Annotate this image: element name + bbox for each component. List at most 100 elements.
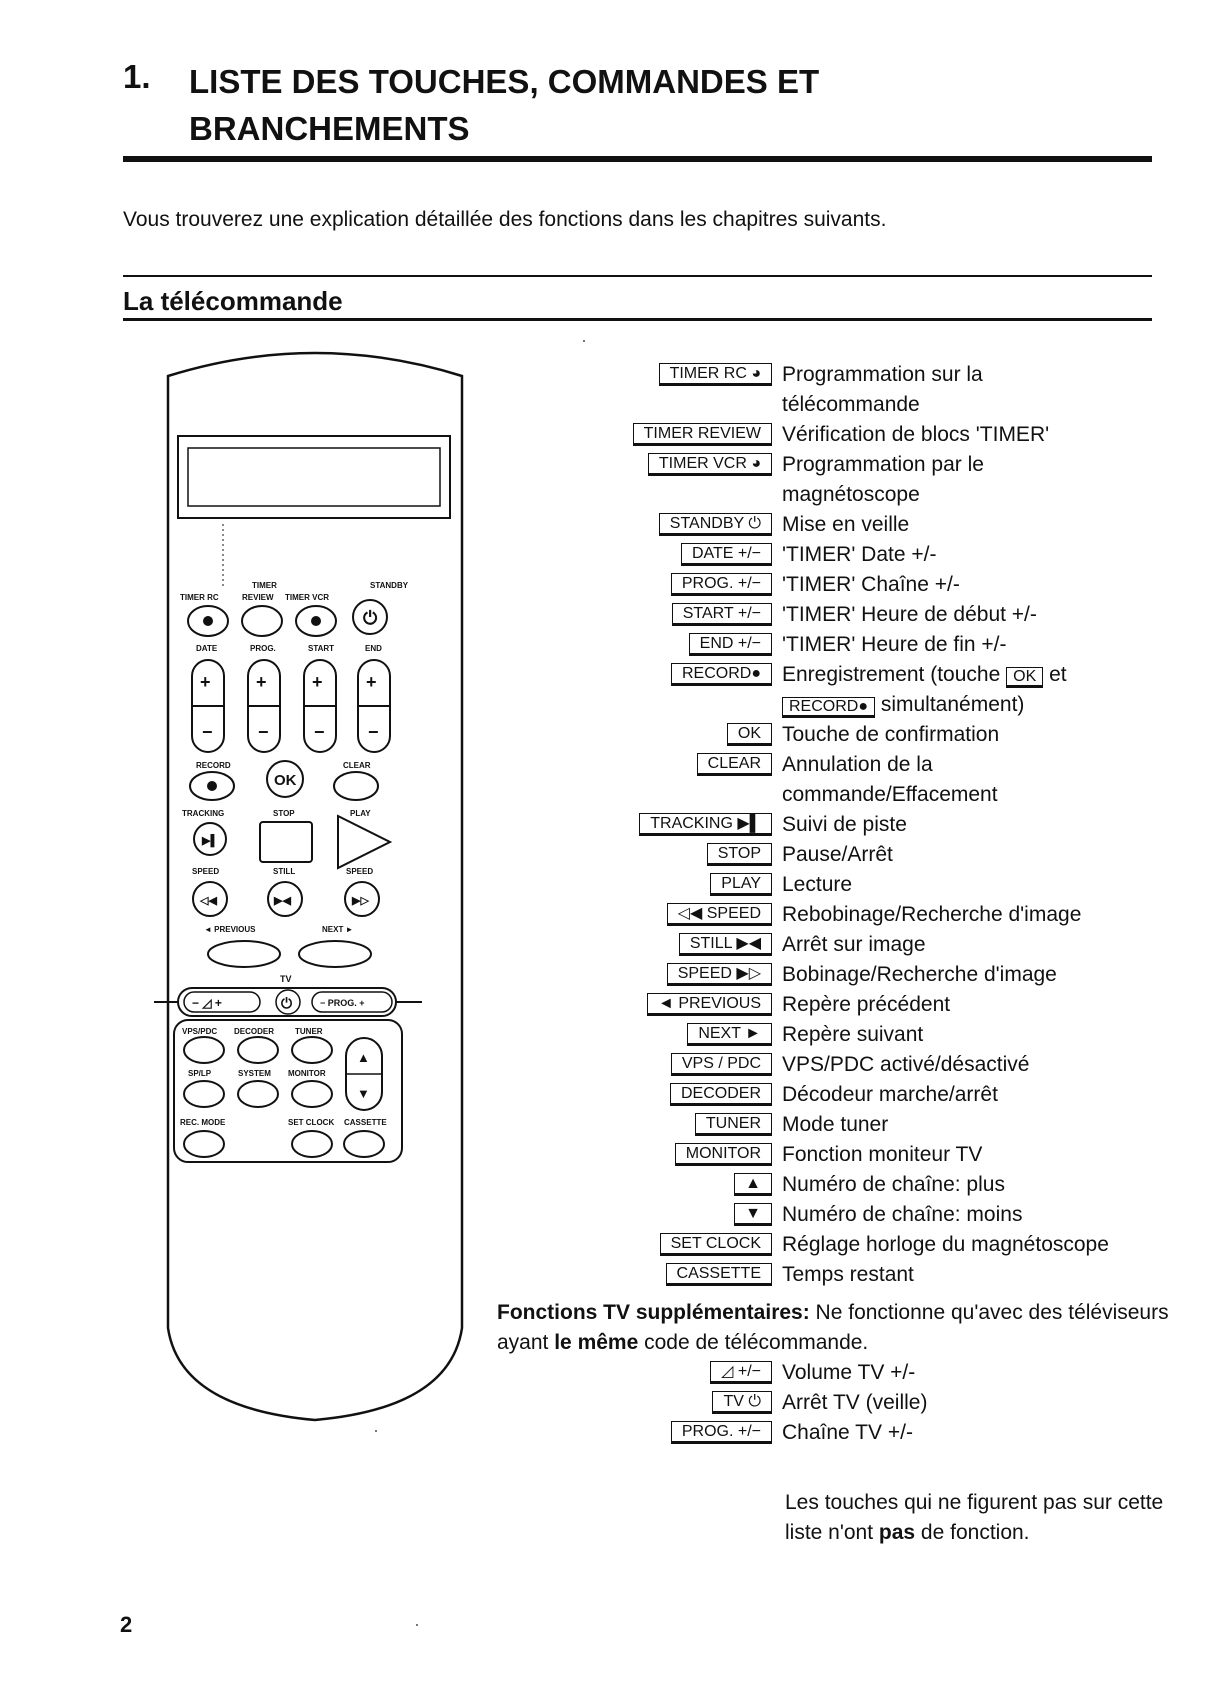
key-label: TIMER REVIEW — [632, 423, 772, 446]
key-row: ▲Numéro de chaîne: plus — [560, 1170, 1200, 1200]
key-label: PROG. +/− — [670, 573, 772, 596]
stop-button — [259, 821, 313, 863]
label-clear: CLEAR — [343, 761, 371, 770]
channel-up-icon: ▲ — [357, 1050, 370, 1065]
rewind-speed-button — [192, 881, 228, 917]
start-rocker — [303, 659, 337, 753]
key-description: 'TIMER' Date +/- — [782, 543, 937, 566]
tv-row — [177, 987, 397, 1017]
clear-button — [333, 771, 379, 801]
key-label: OK — [726, 723, 772, 746]
key-description: VPS/PDC activé/désactivé — [782, 1053, 1030, 1076]
key-description: 'TIMER' Heure de début +/- — [782, 603, 1037, 626]
rec-mode-button — [183, 1130, 225, 1158]
tv-functions-bold: le même — [554, 1331, 639, 1354]
key-description: Programmation par le — [782, 453, 984, 476]
key-row: TIMER REVIEW Vérification de blocs 'TIMER… — [560, 420, 1200, 450]
svg-text:−: − — [314, 722, 325, 742]
label-next: NEXT ► — [322, 925, 353, 934]
note-bold: pas — [878, 1521, 916, 1544]
key-row: PROG. +/−'TIMER' Chaîne +/- — [560, 570, 1200, 600]
key-row: SPEED ▶▷ Bobinage/Recherche d'image — [560, 960, 1200, 990]
key-label: PROG. +/− — [670, 1421, 772, 1444]
key-description: commande/Effacement — [782, 783, 998, 806]
label-end: END — [365, 644, 382, 653]
key-description: Lecture — [782, 873, 853, 896]
key-row: PROG. +/− Chaîne TV +/- — [560, 1418, 1200, 1448]
key-label: END +/− — [688, 633, 772, 656]
key-row: ◿ +/−Volume TV +/- — [560, 1358, 1200, 1388]
key-description: Réglage horloge du magnétoscope — [782, 1233, 1109, 1256]
key-description: 'TIMER' Heure de fin +/- — [782, 633, 1007, 656]
intro-text: Vous trouverez une explication détaillée… — [123, 208, 887, 231]
tv-functions-note: Fonctions TV supplémentaires: Ne fonctio… — [497, 1298, 1177, 1358]
key-label: STANDBY ⏻ — [658, 513, 772, 536]
key-description: Numéro de chaîne: moins — [782, 1203, 1023, 1226]
scan-speck — [375, 1430, 377, 1432]
key-label: RECORD● — [671, 663, 772, 686]
previous-button — [207, 940, 281, 968]
tv-functions-text-2: code de télécommande. — [638, 1331, 869, 1354]
key-description: RECORD● simultanément) — [782, 690, 1200, 720]
closing-note: Les touches qui ne figurent pas sur cett… — [785, 1488, 1165, 1548]
system-button — [237, 1080, 279, 1108]
key-description: Annulation de la — [782, 753, 933, 776]
section-rule-bottom — [123, 318, 1152, 321]
tuner-button — [291, 1036, 333, 1064]
svg-text:+: + — [366, 672, 377, 692]
label-set-clock: SET CLOCK — [288, 1118, 334, 1127]
svg-text:−: − — [202, 722, 213, 742]
key-description: Repère précédent — [782, 993, 951, 1016]
decoder-button — [237, 1036, 279, 1064]
channel-down-icon: ▼ — [357, 1086, 370, 1101]
section-title: La télécommande — [123, 286, 343, 316]
key-description: Programmation sur la — [782, 363, 983, 386]
label-play: PLAY — [350, 809, 371, 818]
key-description: Enregistrement (touche OK et — [782, 660, 1200, 690]
label-start: START — [308, 644, 334, 653]
key-label: DECODER — [669, 1083, 772, 1106]
label-timer: TIMER — [252, 581, 277, 590]
key-description: Arrêt TV (veille) — [782, 1391, 928, 1414]
tv-prog-button — [311, 991, 393, 1013]
scan-speck — [583, 340, 585, 342]
key-description: Volume TV +/- — [782, 1361, 916, 1384]
svg-text:◁◀: ◁◀ — [199, 895, 217, 907]
record-button — [189, 771, 235, 801]
key-description: Bobinage/Recherche d'image — [782, 963, 1057, 986]
svg-text:+: + — [312, 672, 323, 692]
label-speed-left: SPEED — [192, 867, 219, 876]
key-description: Arrêt sur image — [782, 933, 926, 956]
key-label: MONITOR — [674, 1143, 772, 1166]
key-label: SPEED ▶▷ — [666, 963, 772, 986]
label-record: RECORD — [196, 761, 231, 770]
key-description: Mise en veille — [782, 513, 910, 536]
key-row: STILL ▶◀Arrêt sur image — [560, 930, 1200, 960]
key-row: TV ⏻ Arrêt TV (veille) — [560, 1388, 1200, 1418]
key-description: Chaîne TV +/- — [782, 1421, 913, 1444]
note-text-2: de fonction. — [915, 1521, 1030, 1544]
label-tv: TV — [280, 974, 292, 984]
label-ok: OK — [274, 772, 297, 789]
remote-body — [166, 351, 464, 1422]
key-label: SET CLOCK — [659, 1233, 772, 1256]
timer-rc-button — [187, 605, 229, 637]
prog-rocker — [247, 659, 281, 753]
inline-ok-key: OK — [1006, 667, 1044, 688]
next-button — [298, 940, 372, 968]
key-label: TV ⏻ — [712, 1391, 772, 1414]
label-review: REVIEW — [242, 593, 274, 602]
key-description: Rebobinage/Recherche d'image — [782, 903, 1082, 926]
key-label: STOP — [706, 843, 772, 866]
label-stop: STOP — [273, 809, 295, 818]
key-label: START +/− — [671, 603, 772, 626]
svg-text:+: + — [256, 672, 267, 692]
play-button — [337, 814, 393, 870]
key-description: Vérification de blocs 'TIMER' — [782, 423, 1050, 446]
